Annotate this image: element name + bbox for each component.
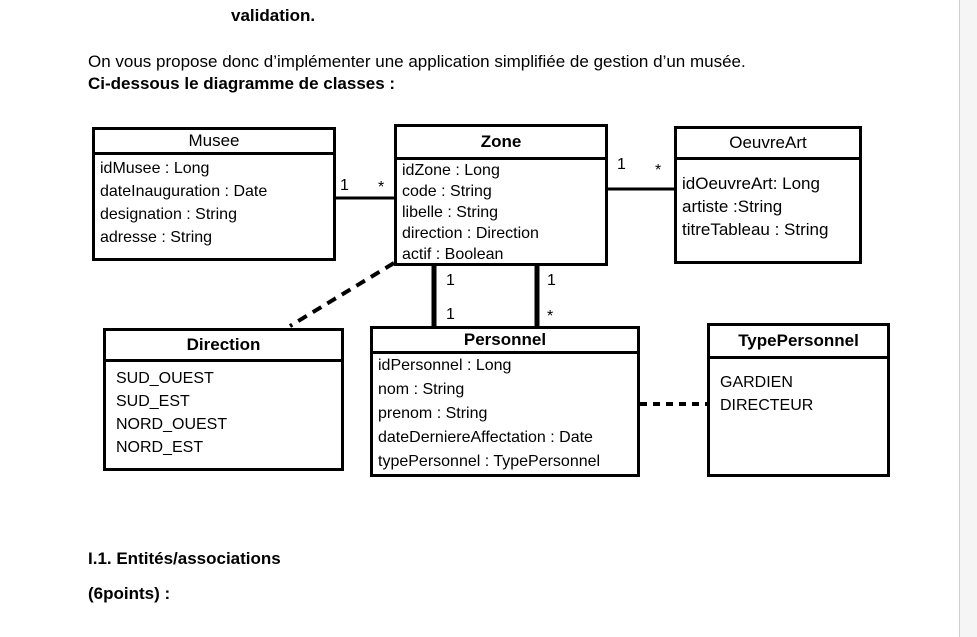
class-typepersonnel: TypePersonnel GARDIEN DIRECTEUR bbox=[707, 323, 890, 477]
class-personnel-attribute: dateDerniereAffectation : Date bbox=[378, 429, 593, 446]
class-direction-name: Direction bbox=[106, 331, 341, 362]
class-zone-attribute: direction : Direction bbox=[402, 225, 539, 242]
class-zone-attribute: libelle : String bbox=[402, 204, 499, 221]
class-personnel-attribute: typePersonnel : TypePersonnel bbox=[378, 453, 601, 470]
class-zone-attribute: code : String bbox=[402, 183, 492, 200]
class-zone-attribute: actif : Boolean bbox=[402, 246, 504, 263]
class-direction-literal: SUD_EST bbox=[116, 393, 190, 410]
class-oeuvreart-attribute: idOeuvreArt: Long bbox=[682, 174, 820, 193]
multiplicity-label: 1 bbox=[446, 272, 455, 289]
viewer-margin bbox=[960, 0, 977, 637]
multiplicity-label: * bbox=[378, 179, 385, 196]
multiplicity-label: 1 bbox=[446, 306, 455, 323]
class-musee-attribute: designation : String bbox=[100, 206, 237, 223]
class-musee-attribute: adresse : String bbox=[100, 229, 213, 246]
class-direction-literal: SUD_OUEST bbox=[116, 370, 214, 387]
page-edge-divider bbox=[959, 0, 960, 637]
intro-paragraph: On vous propose donc d’implémenter une a… bbox=[88, 52, 746, 71]
class-direction: Direction SUD_OUEST SUD_EST NORD_OUEST N… bbox=[103, 328, 344, 471]
multiplicity-label: 1 bbox=[547, 272, 556, 289]
multiplicity-label: * bbox=[547, 308, 554, 325]
top-fragment-text: validation. bbox=[231, 6, 316, 25]
class-typepersonnel-literal: GARDIEN bbox=[720, 374, 793, 391]
multiplicity-label: * bbox=[655, 162, 662, 179]
dependency-zone-direction bbox=[288, 261, 396, 328]
multiplicity-label: 1 bbox=[617, 156, 626, 173]
class-personnel-attribute: nom : String bbox=[378, 381, 465, 398]
multiplicity-label: 1 bbox=[340, 177, 349, 194]
class-oeuvreart: OeuvreArt idOeuvreArt: Long artiste :Str… bbox=[674, 126, 862, 264]
class-musee-attribute: dateInauguration : Date bbox=[100, 183, 268, 200]
class-musee-attribute: idMusee : Long bbox=[100, 160, 210, 177]
class-personnel-attribute: idPersonnel : Long bbox=[378, 357, 512, 374]
class-typepersonnel-name: TypePersonnel bbox=[710, 326, 887, 359]
class-personnel-name: Personnel bbox=[373, 329, 637, 354]
class-musee-name: Musee bbox=[95, 130, 333, 155]
class-oeuvreart-name: OeuvreArt bbox=[677, 129, 859, 160]
class-musee: Musee idMusee : Long dateInauguration : … bbox=[92, 127, 336, 261]
class-oeuvreart-attribute: titreTableau : String bbox=[682, 220, 829, 239]
class-typepersonnel-literal: DIRECTEUR bbox=[720, 397, 814, 414]
class-direction-literal: NORD_OUEST bbox=[116, 416, 228, 433]
section-points: (6points) : bbox=[88, 584, 171, 603]
section-heading: I.1. Entités/associations bbox=[88, 549, 281, 568]
class-oeuvreart-attribute: artiste :String bbox=[682, 197, 783, 216]
class-direction-literal: NORD_EST bbox=[116, 439, 204, 456]
class-personnel-attribute: prenom : String bbox=[378, 405, 488, 422]
class-zone: Zone idZone : Long code : String libelle… bbox=[394, 124, 608, 266]
class-zone-name: Zone bbox=[397, 127, 605, 160]
diagram-caption: Ci-dessous le diagramme de classes : bbox=[88, 74, 396, 93]
class-personnel: Personnel idPersonnel : Long nom : Strin… bbox=[370, 326, 640, 477]
class-zone-attribute: idZone : Long bbox=[402, 162, 500, 179]
